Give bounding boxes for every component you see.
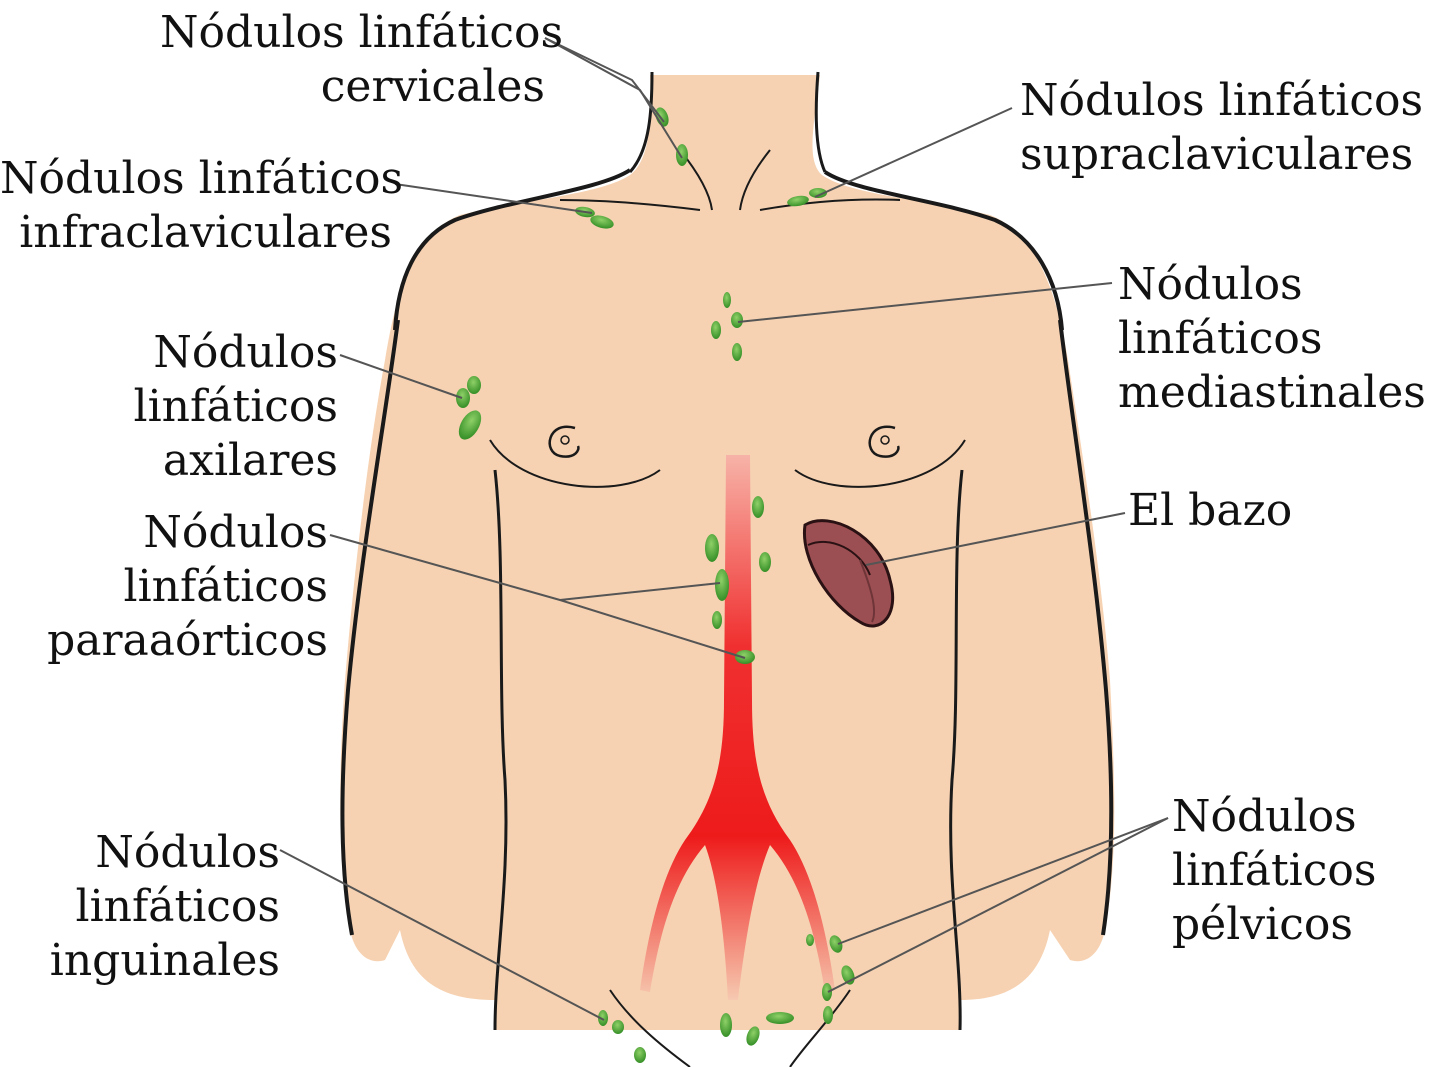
label-mediastinales-line-2: linfáticos bbox=[1118, 312, 1426, 366]
label-cervicales-line-1: Nódulos linfáticos bbox=[160, 6, 545, 60]
node bbox=[822, 983, 832, 1001]
label-axilares-line-3: axilares bbox=[100, 434, 338, 488]
node bbox=[612, 1020, 624, 1034]
node bbox=[823, 1006, 833, 1024]
node bbox=[712, 611, 722, 629]
label-supraclaviculares-line-2: supraclaviculares bbox=[1020, 128, 1423, 182]
label-paraaorticos: Nódulos linfáticos paraaórticos bbox=[40, 506, 328, 668]
node bbox=[731, 312, 743, 328]
node bbox=[752, 496, 764, 518]
label-mediastinales: Nódulos linfáticos mediastinales bbox=[1118, 258, 1426, 420]
label-supraclaviculares: Nódulos linfáticos supraclaviculares bbox=[1020, 74, 1423, 182]
label-inguinales-line-2: linfáticos bbox=[30, 880, 280, 934]
node bbox=[467, 376, 481, 394]
label-paraaorticos-line-1: Nódulos bbox=[40, 506, 328, 560]
label-paraaorticos-line-3: paraaórticos bbox=[40, 614, 328, 668]
node bbox=[732, 343, 742, 361]
label-pelvicos-line-3: pélvicos bbox=[1172, 898, 1376, 952]
leader-supraclaviculares bbox=[815, 108, 1012, 197]
node bbox=[676, 144, 688, 166]
node bbox=[759, 552, 771, 572]
label-cervicales: Nódulos linfáticos cervicales bbox=[160, 6, 545, 114]
label-inguinales: Nódulos linfáticos inguinales bbox=[30, 826, 280, 988]
label-pelvicos: Nódulos linfáticos pélvicos bbox=[1172, 790, 1376, 952]
node bbox=[705, 534, 719, 562]
label-infraclaviculares-line-1: Nódulos linfáticos bbox=[0, 152, 392, 206]
label-cervicales-line-2: cervicales bbox=[160, 60, 545, 114]
label-bazo: El bazo bbox=[1128, 484, 1292, 538]
label-pelvicos-line-2: linfáticos bbox=[1172, 844, 1376, 898]
label-mediastinales-line-3: mediastinales bbox=[1118, 366, 1426, 420]
label-axilares-line-2: linfáticos bbox=[100, 380, 338, 434]
node bbox=[456, 388, 470, 408]
node bbox=[711, 321, 721, 339]
label-axilares-line-1: Nódulos bbox=[100, 326, 338, 380]
label-infraclaviculares-line-2: infraclaviculares bbox=[0, 206, 392, 260]
node bbox=[715, 569, 729, 601]
label-mediastinales-line-1: Nódulos bbox=[1118, 258, 1426, 312]
label-pelvicos-line-1: Nódulos bbox=[1172, 790, 1376, 844]
label-infraclaviculares: Nódulos linfáticos infraclaviculares bbox=[0, 152, 392, 260]
node bbox=[806, 934, 814, 946]
node bbox=[766, 1012, 794, 1024]
node bbox=[634, 1047, 646, 1063]
node bbox=[720, 1013, 732, 1037]
label-bazo-line-1: El bazo bbox=[1128, 484, 1292, 538]
label-inguinales-line-1: Nódulos bbox=[30, 826, 280, 880]
label-supraclaviculares-line-1: Nódulos linfáticos bbox=[1020, 74, 1423, 128]
label-axilares: Nódulos linfáticos axilares bbox=[100, 326, 338, 488]
neck-right bbox=[816, 72, 825, 172]
label-inguinales-line-3: inguinales bbox=[30, 934, 280, 988]
node bbox=[723, 292, 731, 308]
label-paraaorticos-line-2: linfáticos bbox=[40, 560, 328, 614]
